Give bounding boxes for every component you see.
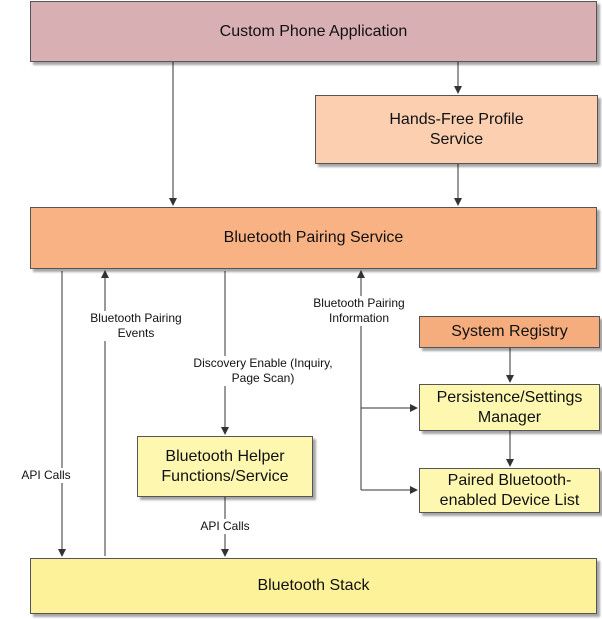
- custom-phone-application-label: Custom Phone Application: [219, 22, 408, 40]
- bluetooth-pairing-service-box: Bluetooth Pairing Service: [30, 207, 597, 269]
- paired-device-list-label: Paired Bluetooth- enabled Device List: [439, 471, 580, 509]
- bluetooth-helper-functions-box: Bluetooth Helper Functions/Service: [137, 436, 313, 497]
- api-calls-left-label: API Calls: [14, 468, 78, 483]
- paired-device-list-box: Paired Bluetooth- enabled Device List: [419, 468, 600, 513]
- hands-free-profile-service-box: Hands-Free Profile Service: [315, 95, 598, 164]
- persistence-settings-manager-label: Persistence/Settings Manager: [436, 388, 583, 426]
- pairing-information-label: Bluetooth Pairing Information: [300, 296, 418, 326]
- bluetooth-pairing-service-label: Bluetooth Pairing Service: [223, 229, 404, 246]
- hands-free-profile-service-label: Hands-Free Profile Service: [389, 110, 524, 148]
- bluetooth-stack-box: Bluetooth Stack: [30, 558, 597, 614]
- persistence-settings-manager-box: Persistence/Settings Manager: [419, 384, 600, 431]
- custom-phone-application-box: Custom Phone Application: [30, 1, 597, 62]
- bluetooth-stack-label: Bluetooth Stack: [257, 577, 370, 594]
- bluetooth-helper-functions-label: Bluetooth Helper Functions/Service: [161, 447, 289, 485]
- pairing-events-label: Bluetooth Pairing Events: [80, 311, 192, 341]
- system-registry-label: System Registry: [451, 323, 568, 340]
- discovery-enable-label: Discovery Enable (Inquiry, Page Scan): [180, 356, 346, 386]
- system-registry-box: System Registry: [419, 316, 600, 348]
- api-calls-helper-label: API Calls: [193, 519, 257, 534]
